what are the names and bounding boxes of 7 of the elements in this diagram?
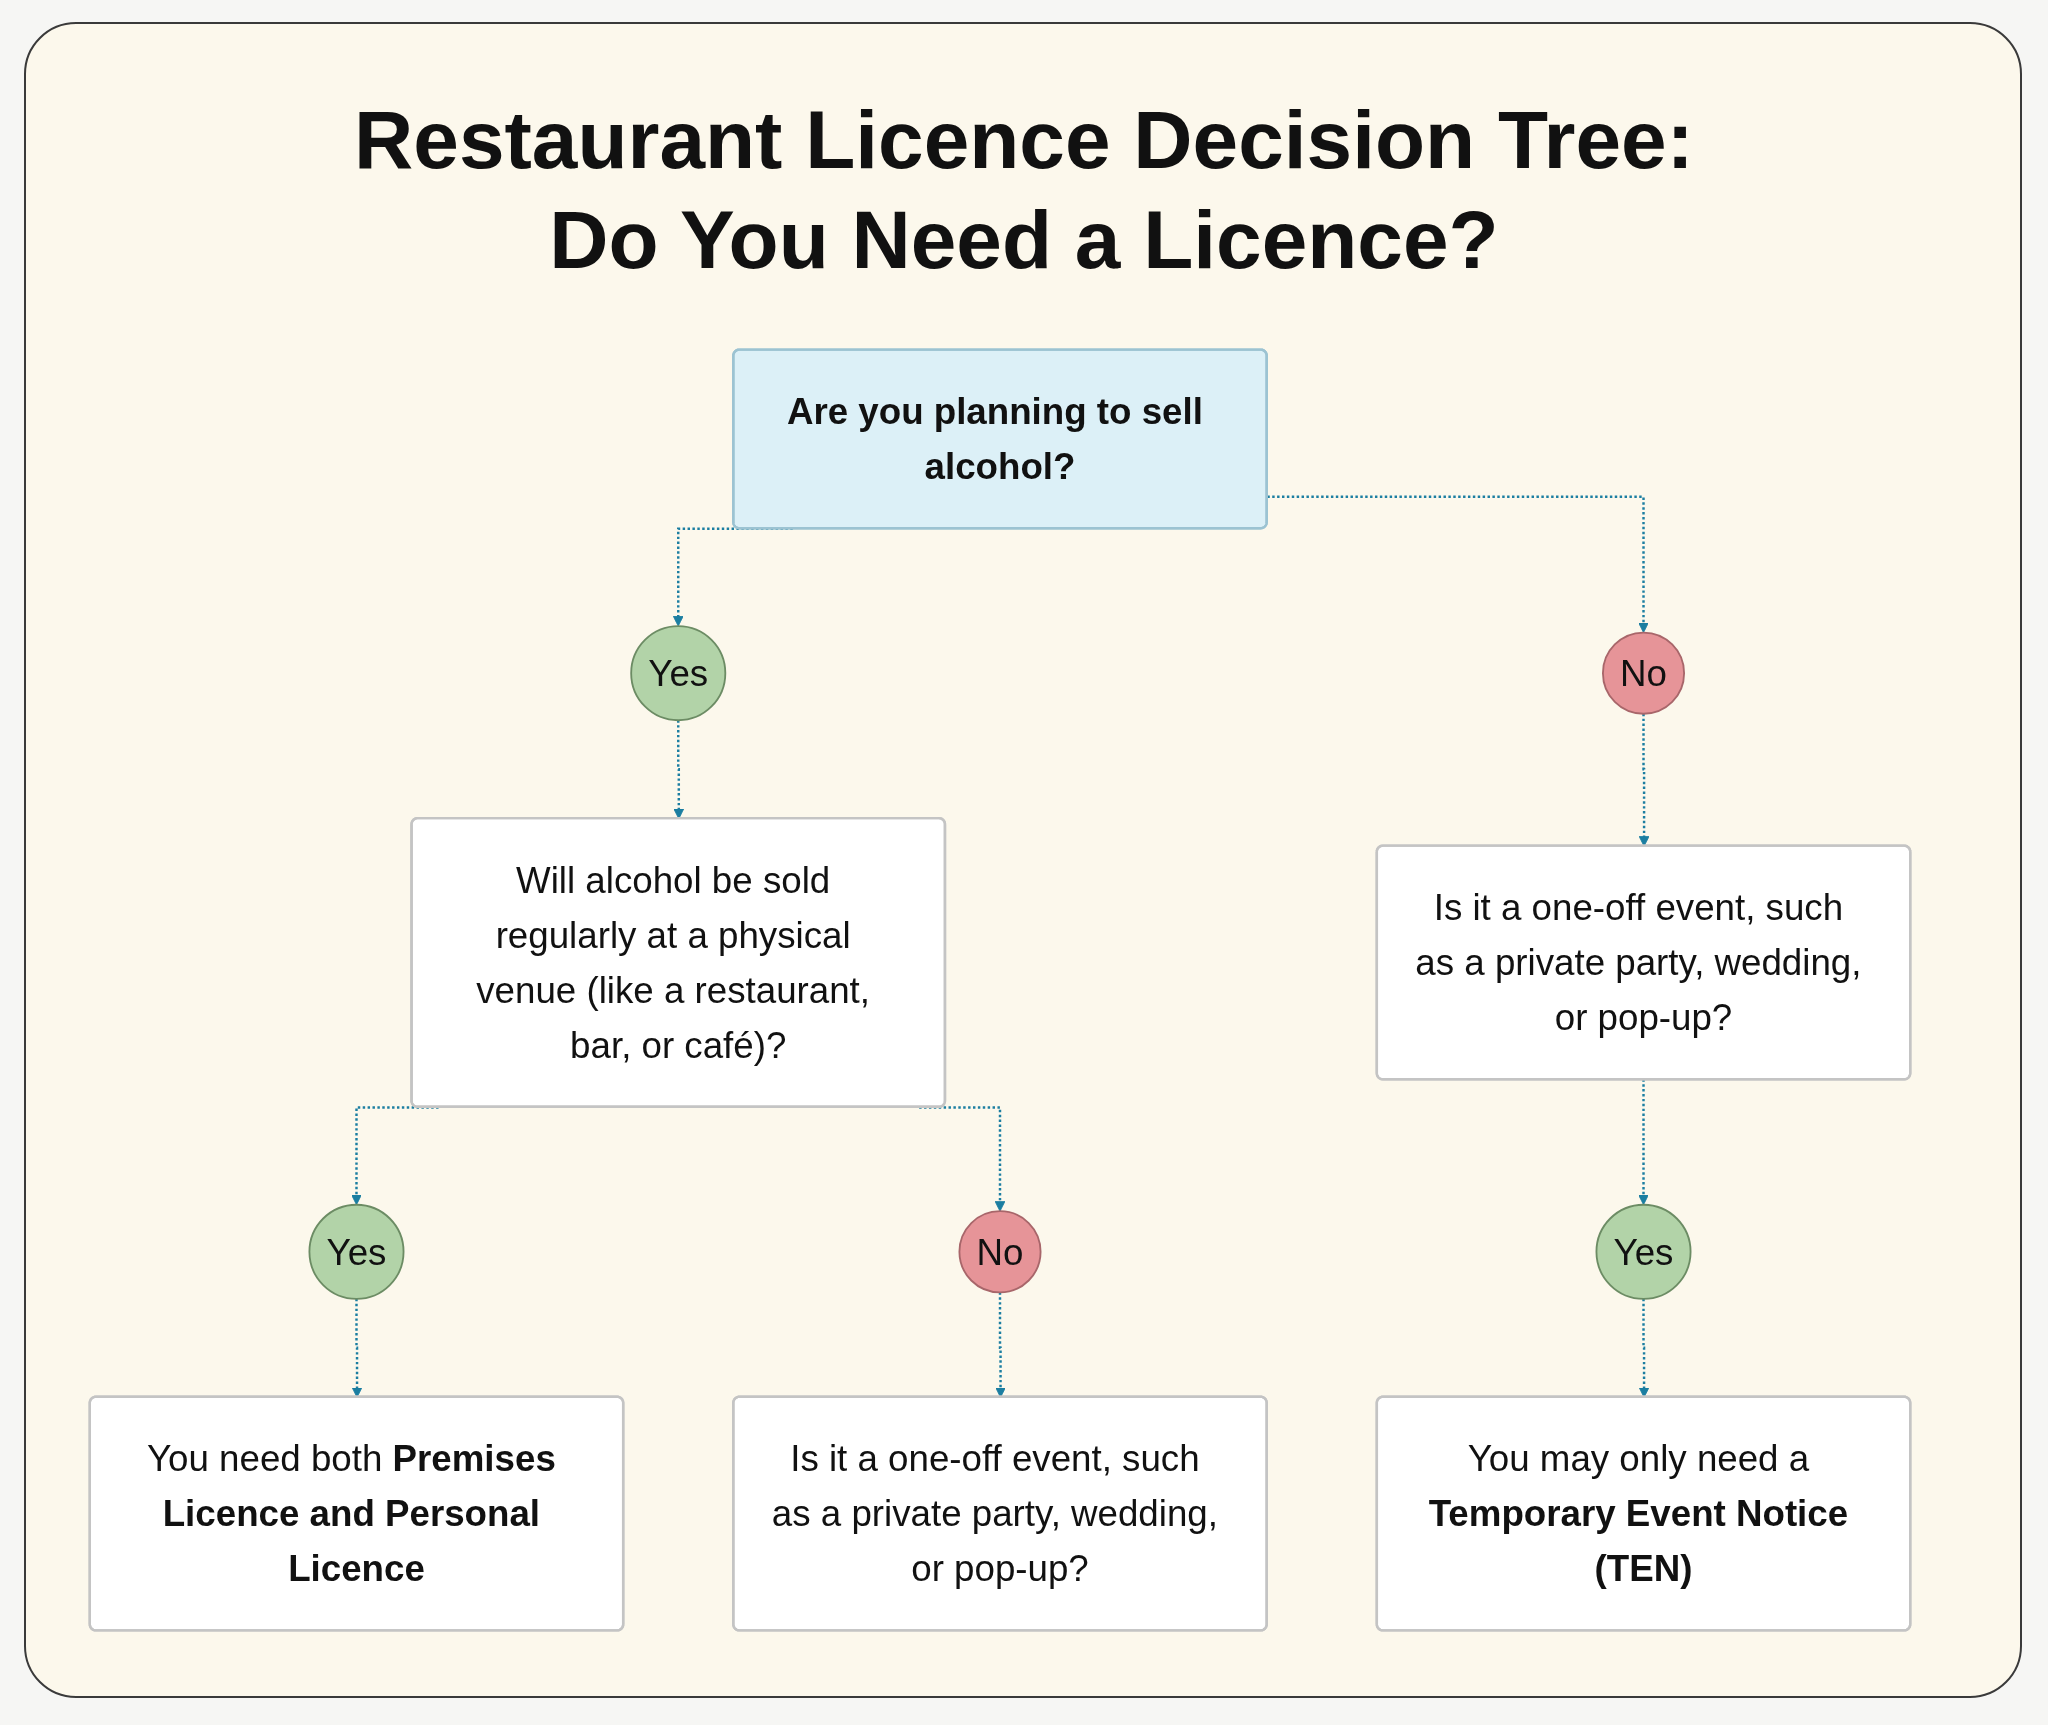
node-circle: Yes bbox=[1595, 1203, 1692, 1300]
node-circle: No bbox=[1602, 631, 1685, 715]
node-circle: Yes bbox=[630, 625, 727, 722]
diagram-title: Restaurant Licence Decision Tree: Do You Need a Licence? bbox=[353, 93, 1695, 287]
node-circle: No bbox=[958, 1210, 1042, 1294]
node-circle: Yes bbox=[308, 1203, 405, 1300]
arrow bbox=[1267, 495, 1649, 634]
